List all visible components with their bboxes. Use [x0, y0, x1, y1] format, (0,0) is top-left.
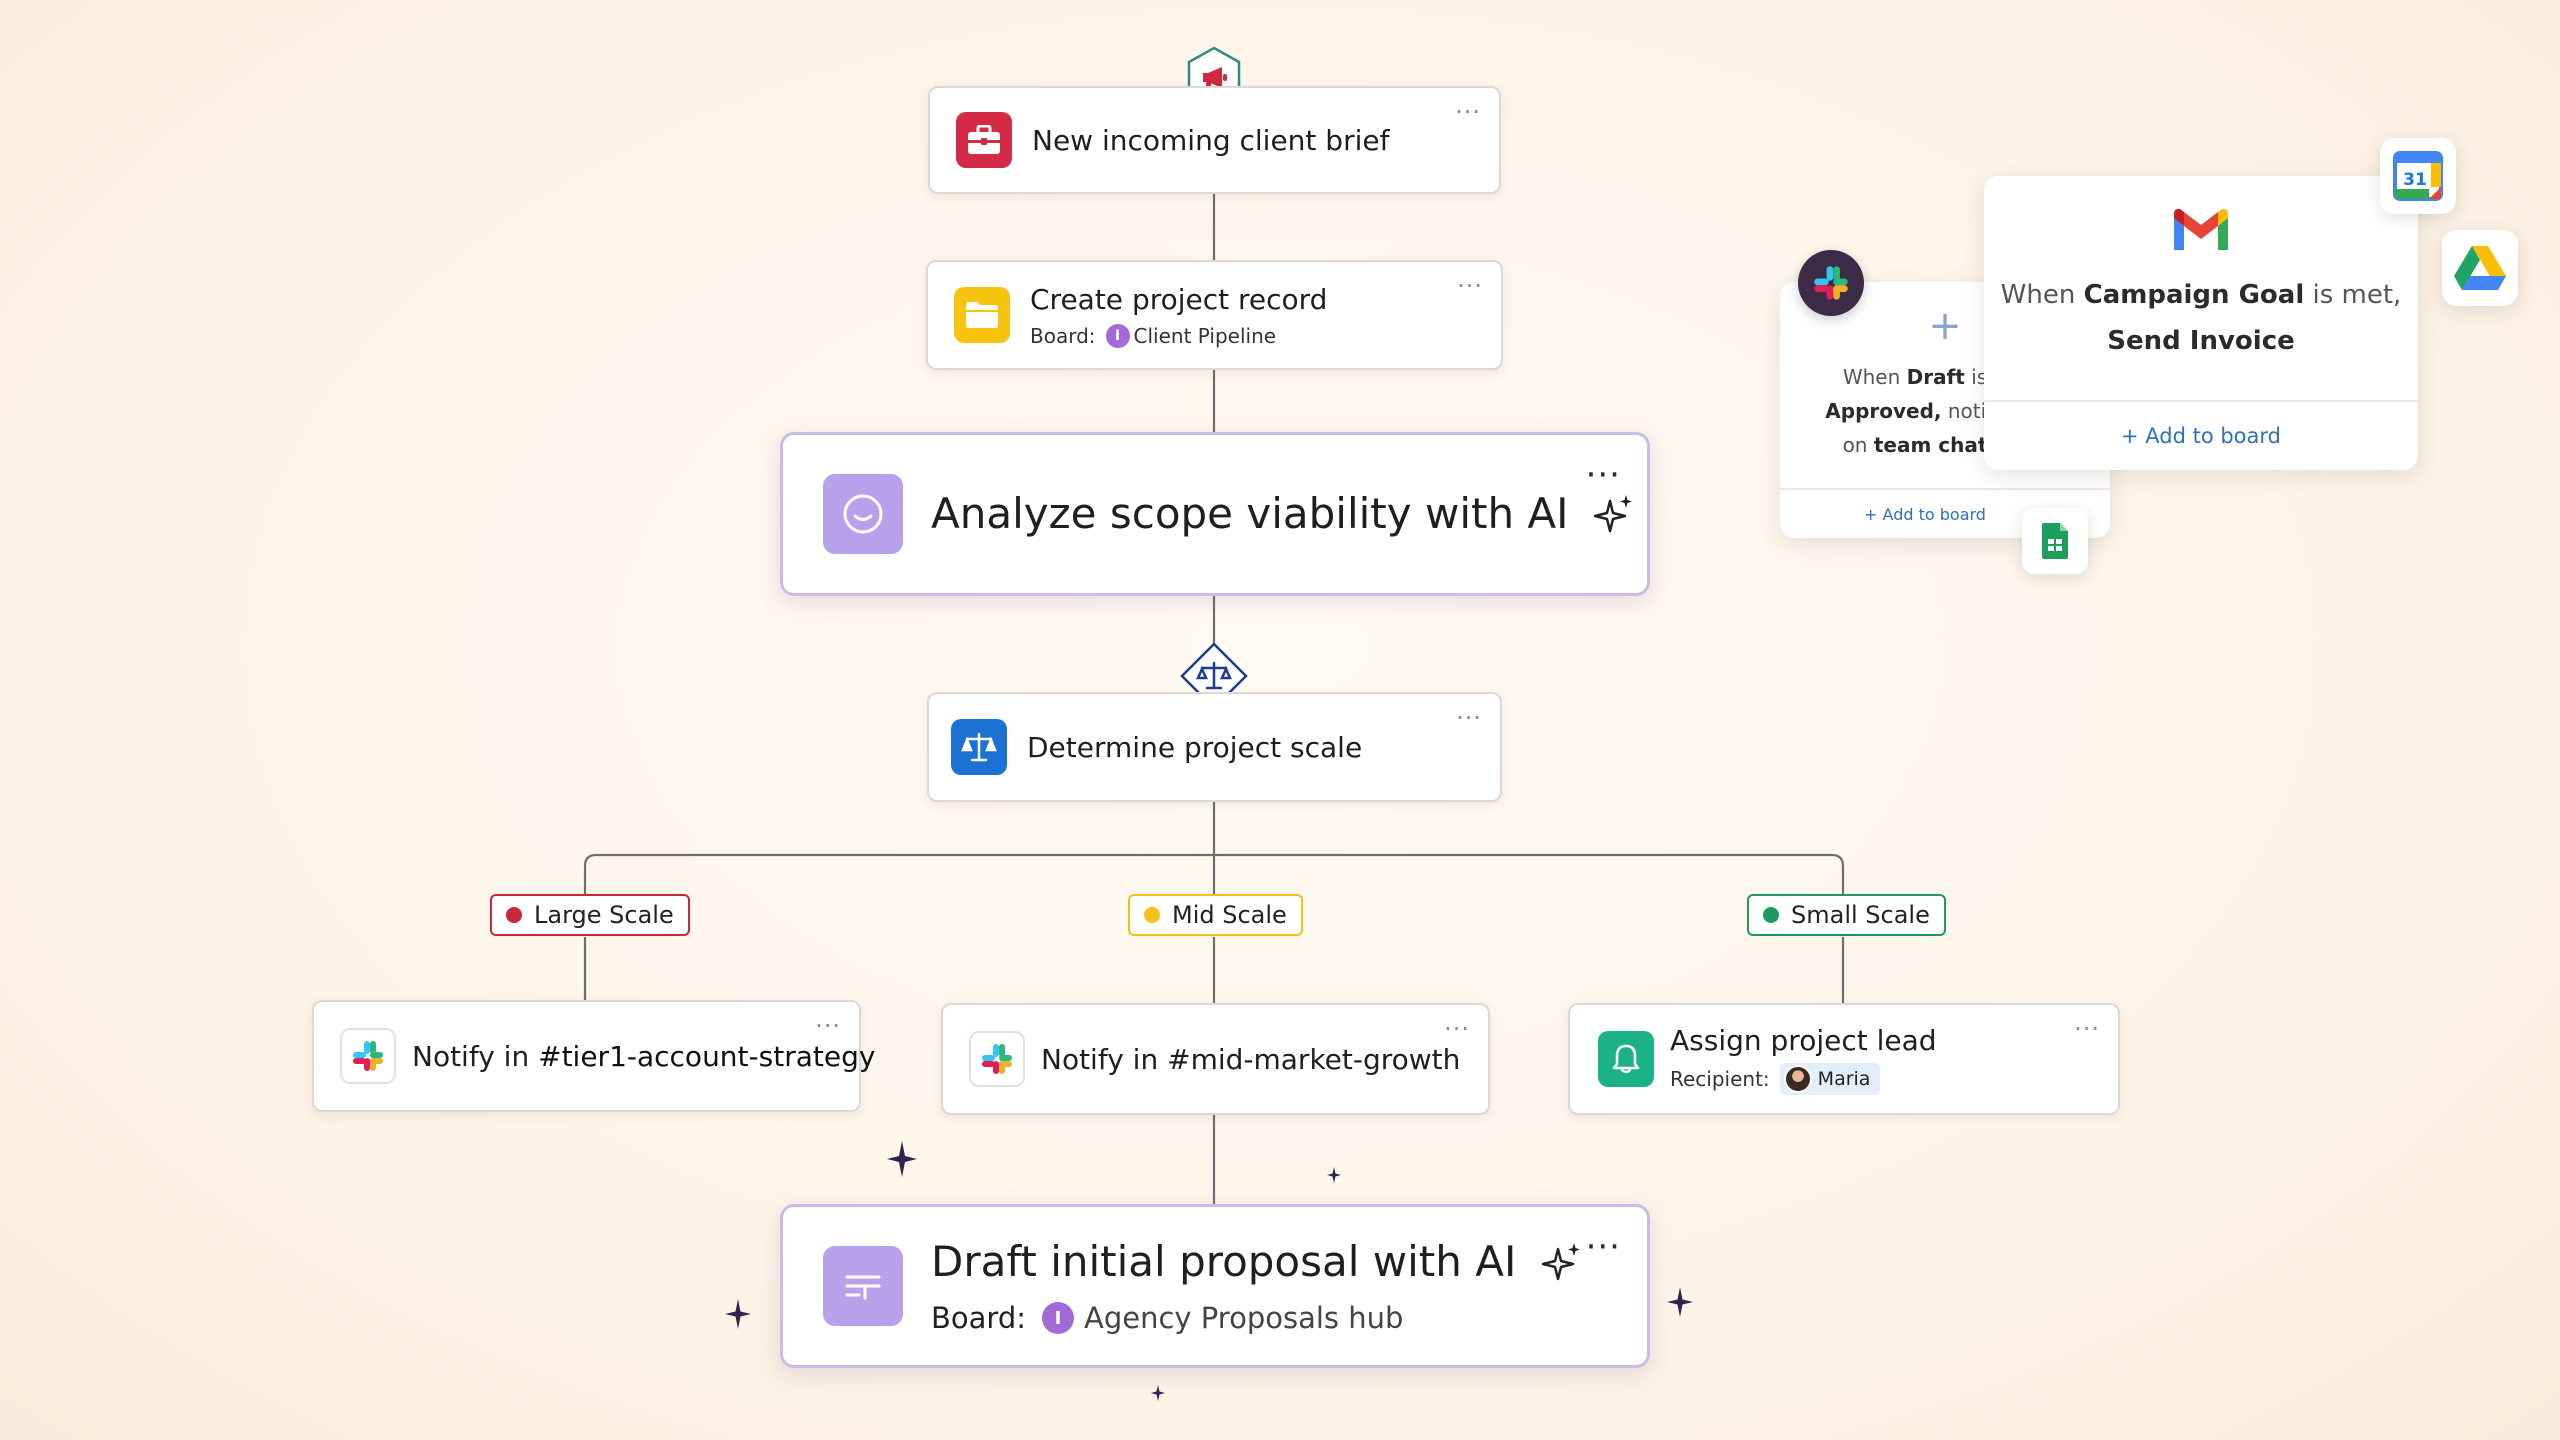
draft-board-label: Board:: [931, 1301, 1027, 1336]
slack-icon: [340, 1028, 396, 1084]
record-board: Board: I Client Pipeline: [1030, 323, 1327, 348]
scale-title: Determine project scale: [1027, 730, 1363, 764]
analyze-card[interactable]: Analyze scope viability with AI ···: [780, 432, 1650, 596]
notify-mid-card[interactable]: Notify in #mid-market-growth ···: [941, 1003, 1490, 1115]
bell-icon: [1598, 1031, 1654, 1087]
chat-rule-text: When Draft is Approved, notify on team c…: [1825, 365, 2005, 457]
branch-mid-pill[interactable]: Mid Scale: [1128, 894, 1303, 936]
sparkle-icon: [1327, 1167, 1341, 1183]
branch-large-label: Large Scale: [534, 901, 674, 929]
board-icon: I: [1042, 1302, 1075, 1335]
avatar: [1783, 1064, 1812, 1093]
google-sheets-icon: [2022, 508, 2088, 574]
scale-more-button[interactable]: ···: [1456, 704, 1482, 732]
draft-title-row: Draft initial proposal with AI: [931, 1237, 1584, 1288]
branch-large-dot: [506, 907, 522, 923]
analyze-title-row: Analyze scope viability with AI: [931, 489, 1636, 540]
notify-large-channel: #tier1-account-strategy: [538, 1039, 876, 1073]
gmail-icon: [2170, 206, 2232, 258]
branch-large-pill[interactable]: Large Scale: [490, 894, 690, 936]
record-board-label: Board:: [1030, 323, 1096, 348]
trigger-card[interactable]: New incoming client brief ···: [928, 86, 1501, 194]
branch-mid-dot: [1144, 907, 1160, 923]
draft-board-name[interactable]: Agency Proposals hub: [1084, 1301, 1404, 1336]
draft-more-button[interactable]: ···: [1585, 1227, 1621, 1267]
ai-sparkle-icon: [1541, 1243, 1580, 1281]
record-title: Create project record: [1030, 282, 1328, 316]
trigger-title: New incoming client brief: [1032, 123, 1390, 157]
assign-recipient: Recipient: Maria: [1670, 1062, 1937, 1095]
recipient-name: Maria: [1817, 1067, 1871, 1090]
recipient-chip[interactable]: Maria: [1779, 1062, 1881, 1095]
ai-document-icon: [823, 1246, 903, 1326]
draft-card[interactable]: Draft initial proposal with AI Board: I …: [780, 1204, 1650, 1368]
branch-small-label: Small Scale: [1791, 901, 1930, 929]
mail-add-to-board[interactable]: + Add to board: [1984, 400, 2418, 470]
notify-large-card[interactable]: Notify in #tier1-account-strategy ···: [312, 1000, 875, 1112]
branch-small-pill[interactable]: Small Scale: [1747, 894, 1946, 936]
ai-smile-icon: [823, 474, 903, 554]
notify-mid-more-button[interactable]: ···: [1444, 1015, 1470, 1043]
slack-icon: [969, 1031, 1025, 1087]
notify-large-text: Notify in #tier1-account-strategy: [412, 1040, 875, 1073]
scale-app-icon: [951, 719, 1007, 775]
sparkle-icon: [725, 1299, 751, 1329]
notify-mid-channel: #mid-market-growth: [1167, 1042, 1461, 1076]
google-drive-icon: [2442, 230, 2518, 306]
recipient-label: Recipient:: [1670, 1066, 1770, 1091]
notify-large-prefix: Notify in: [412, 1039, 530, 1073]
sparkle-icon: [1151, 1385, 1165, 1401]
sparkle-icon: [1667, 1287, 1693, 1317]
briefcase-icon: [956, 112, 1012, 168]
google-calendar-icon: 31: [2380, 138, 2456, 214]
scale-card[interactable]: Determine project scale ···: [927, 692, 1502, 802]
notify-mid-prefix: Notify in: [1041, 1042, 1159, 1076]
branch-mid-label: Mid Scale: [1172, 901, 1287, 929]
sparkle-icon: [887, 1141, 917, 1177]
record-card[interactable]: Create project record Board: I Client Pi…: [926, 260, 1503, 370]
folder-icon: [954, 287, 1010, 343]
assign-more-button[interactable]: ···: [2074, 1015, 2100, 1043]
draft-title: Draft initial proposal with AI: [931, 1236, 1517, 1286]
draft-board: Board: I Agency Proposals hub: [931, 1301, 1584, 1335]
calendar-day: 31: [2403, 170, 2427, 190]
add-icon[interactable]: +: [1928, 303, 1962, 349]
trigger-more-button[interactable]: ···: [1455, 98, 1481, 126]
notify-large-more-button[interactable]: ···: [815, 1012, 841, 1040]
ai-sparkle-icon: [1593, 495, 1632, 533]
analyze-title: Analyze scope viability with AI: [931, 488, 1569, 538]
board-icon: I: [1105, 323, 1130, 348]
mail-integration-card[interactable]: When Campaign Goal is met, Send Invoice …: [1984, 176, 2418, 470]
branch-small-dot: [1763, 907, 1779, 923]
assign-card[interactable]: Assign project lead Recipient: Maria ···: [1568, 1003, 2120, 1115]
notify-mid-text: Notify in #mid-market-growth: [1041, 1043, 1460, 1076]
record-board-name[interactable]: Client Pipeline: [1133, 323, 1277, 348]
assign-title: Assign project lead: [1670, 1023, 1937, 1057]
chat-add-to-board[interactable]: + Add to board: [1780, 488, 2110, 538]
analyze-more-button[interactable]: ···: [1585, 455, 1621, 495]
record-more-button[interactable]: ···: [1457, 272, 1483, 300]
slack-icon: [1798, 250, 1864, 316]
mail-rule-text: When Campaign Goal is met, Send Invoice: [2000, 280, 2402, 356]
